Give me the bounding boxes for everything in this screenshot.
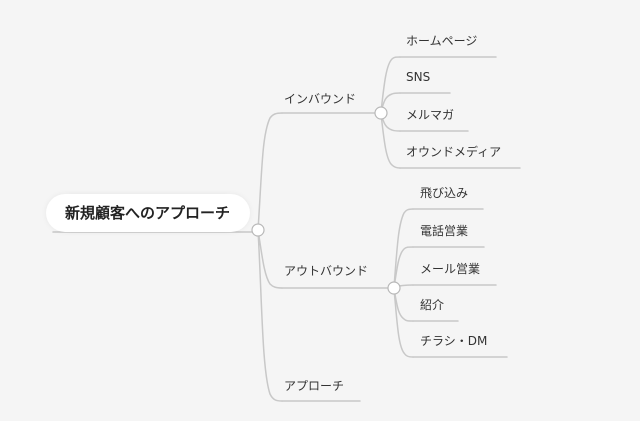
- leaf-tobikomi[interactable]: 飛び込み: [420, 186, 469, 200]
- branch-outbound[interactable]: アウトバウンド: [284, 264, 369, 278]
- leaf-owned-media[interactable]: オウンドメディア: [406, 145, 502, 159]
- connector-root-outbound: [257, 229, 283, 289]
- leaf-mail-sales[interactable]: メール営業: [420, 262, 481, 276]
- leaf-sns[interactable]: SNS: [406, 70, 431, 84]
- branch-inbound[interactable]: インバウンド: [284, 92, 357, 106]
- connector-inbound-mailmag: [380, 113, 401, 132]
- leaf-homepage[interactable]: ホームページ: [406, 34, 478, 48]
- leaf-mailmag[interactable]: メルマガ: [406, 108, 455, 122]
- leaf-referral[interactable]: 紹介: [420, 298, 445, 312]
- inbound-toggle-node: [374, 106, 388, 120]
- connector-outbound-phone: [393, 246, 414, 288]
- connector-outbound-flyer: [393, 288, 414, 358]
- root-node-label: 新規顧客へのアプローチ: [65, 204, 231, 222]
- branch-approach[interactable]: アプローチ: [284, 379, 345, 393]
- root-node[interactable]: [46, 194, 250, 232]
- leaf-flyer-dm[interactable]: チラシ・DM: [420, 334, 488, 348]
- connector-root-inbound: [257, 112, 283, 231]
- root-toggle-node: [251, 223, 265, 237]
- connector-root-approach: [257, 229, 283, 402]
- connector-outbound-tobikomi: [393, 208, 414, 288]
- outbound-toggle-node: [387, 281, 401, 295]
- connector-outbound-referral: [393, 288, 414, 322]
- connector-inbound-sns: [380, 92, 401, 113]
- connector-inbound-owned: [380, 113, 401, 169]
- connector-inbound-homepage: [380, 56, 401, 113]
- leaf-phone-sales[interactable]: 電話営業: [420, 224, 469, 238]
